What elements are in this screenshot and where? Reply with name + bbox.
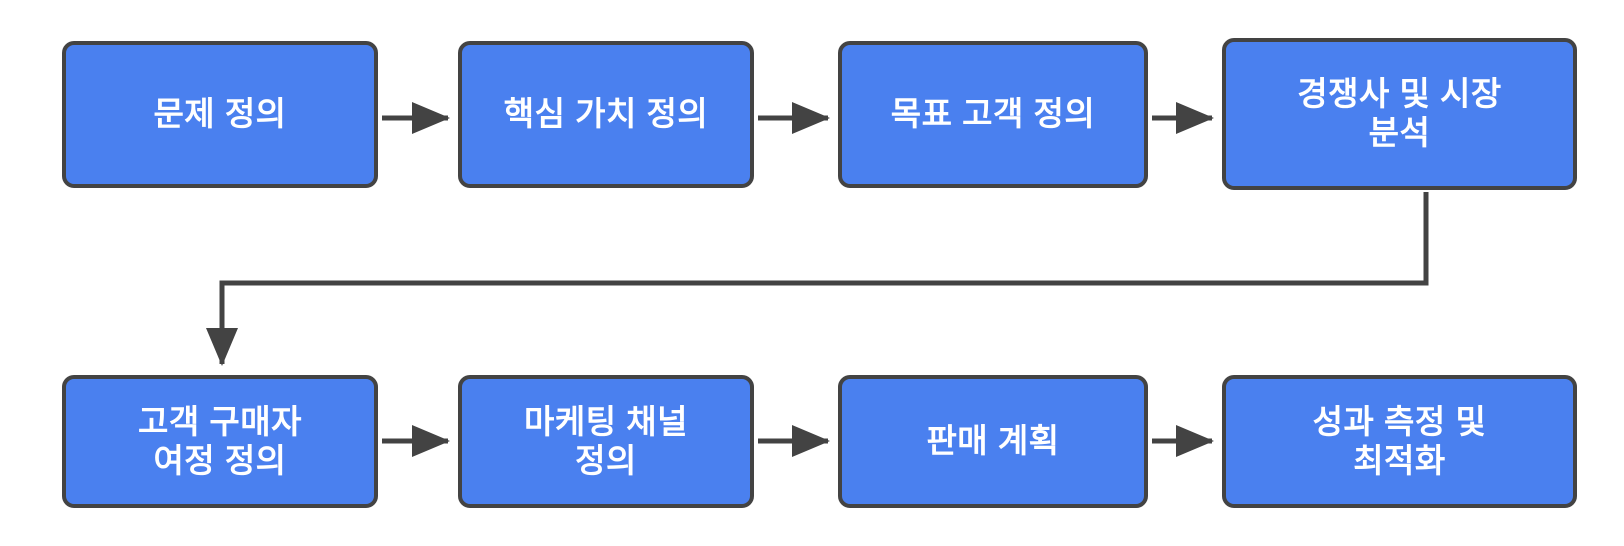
node-customer-buyer-journey-definition[interactable]: 고객 구매자 여정 정의 — [62, 375, 378, 508]
node-marketing-channel-definition[interactable]: 마케팅 채널 정의 — [458, 375, 754, 508]
node-competitor-market-analysis[interactable]: 경쟁사 및 시장 분석 — [1222, 38, 1577, 190]
node-problem-definition[interactable]: 문제 정의 — [62, 41, 378, 188]
node-performance-measurement-optimization[interactable]: 성과 측정 및 최적화 — [1222, 375, 1577, 508]
node-core-value-definition[interactable]: 핵심 가치 정의 — [458, 41, 754, 188]
node-sales-plan[interactable]: 판매 계획 — [838, 375, 1148, 508]
edge-n4-n5 — [206, 192, 1429, 367]
node-target-customer-definition[interactable]: 목표 고객 정의 — [838, 41, 1148, 188]
